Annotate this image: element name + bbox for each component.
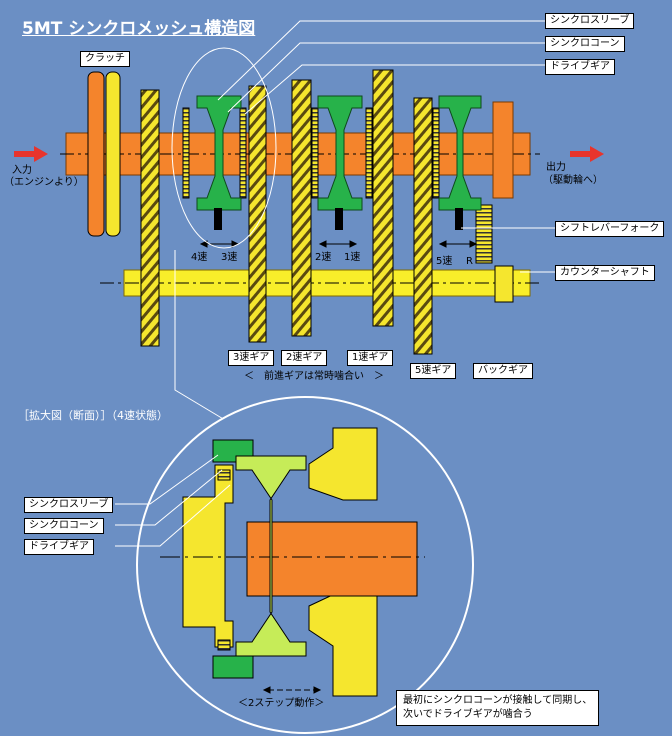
label-output-sub: （駆動輪へ） <box>543 175 603 186</box>
output-arrow <box>570 146 604 162</box>
label-output: 出力 <box>546 162 566 173</box>
sync-teeth-1 <box>182 107 190 199</box>
note-line-1: 最初にシンクロコーンが接触して同期し、 <box>403 695 593 706</box>
zoom-label-cone: シンクロコーン <box>24 518 104 534</box>
zoom-right-gear-lower <box>308 589 378 697</box>
main-gear-1 <box>372 69 394 327</box>
zoom-leader-lines <box>115 454 231 547</box>
sync-teeth-5 <box>432 107 440 199</box>
zoom-label-drive: ドライブギア <box>24 539 94 555</box>
sync-teeth-4 <box>365 107 373 199</box>
zoom-shaft <box>246 521 418 597</box>
input-arrow <box>14 146 48 162</box>
zoom-label-sleeve: シンクロスリーブ <box>24 497 114 513</box>
clutch-disc-yellow <box>105 71 121 237</box>
label-input-sub: （エンジンより） <box>4 177 84 188</box>
reverse-gear-counter <box>494 265 514 303</box>
label-speed-3: 3速 <box>221 252 238 263</box>
upper-overview <box>14 20 604 421</box>
label-gear-2: 2速ギア <box>281 350 328 366</box>
synchro-hub-5r <box>438 95 482 211</box>
main-gear-input <box>140 89 160 347</box>
label-speed-2: 2速 <box>315 252 332 263</box>
label-speed-5: 5速 <box>436 256 453 267</box>
label-synchro-cone: シンクロコーン <box>545 36 625 52</box>
main-gear-3 <box>248 85 267 343</box>
label-gear-5: 5速ギア <box>410 363 457 379</box>
arrow-5r <box>438 240 478 248</box>
page-title: 5MT シンクロメッシュ構造図 <box>22 19 256 39</box>
zoom-cone-teeth-bottom <box>217 639 231 651</box>
reverse-idler <box>475 204 493 264</box>
reverse-gear <box>492 101 514 199</box>
zoom-sleeve-bottom <box>212 655 254 679</box>
zoom-hub <box>235 455 307 657</box>
explanation-note: 最初にシンクロコーンが接触して同期し、 次いでドライブギアが噛合う <box>396 690 600 726</box>
label-back-gear: バックギア <box>473 363 533 379</box>
shift-fork-34 <box>214 208 222 230</box>
label-clutch: クラッチ <box>80 51 130 67</box>
label-synchro-sleeve: シンクロスリーブ <box>545 13 635 29</box>
label-gear-3: 3速ギア <box>228 350 275 366</box>
arrow-12 <box>318 240 358 248</box>
leader-lines-upper <box>217 20 555 273</box>
label-two-step: ＜2ステップ動作＞ <box>238 698 325 709</box>
label-shift-fork: シフトレバーフォーク <box>555 221 665 237</box>
label-gear-1: 1速ギア <box>347 350 394 366</box>
label-input: 入力 <box>12 165 32 176</box>
zoom-right-gear <box>308 427 378 501</box>
label-speed-1: 1速 <box>344 252 361 263</box>
label-forward-note: ＜ 前進ギアは常時噛合い ＞ <box>244 371 384 382</box>
clutch-disc-orange <box>87 71 105 237</box>
sync-teeth-2 <box>239 107 247 199</box>
sync-teeth-3 <box>311 107 319 199</box>
shift-fork-5r <box>455 208 463 230</box>
zoom-view <box>115 396 474 734</box>
note-line-2: 次いでドライブギアが噛合う <box>403 709 533 720</box>
main-gear-5 <box>413 97 433 355</box>
zoom-left-gear <box>182 464 234 648</box>
synchro-hub-12 <box>317 95 363 211</box>
label-enlarged: ［拡大図（断面）］（4速状態） <box>18 409 168 422</box>
label-drive-gear: ドライブギア <box>545 59 615 75</box>
two-step-arrows <box>262 686 322 694</box>
synchro-hub-34 <box>196 95 242 211</box>
shift-fork-12 <box>335 208 343 230</box>
label-speed-r: R <box>466 256 473 267</box>
highlight-ellipse <box>171 47 277 249</box>
zoom-leader <box>174 250 226 421</box>
label-counter-shaft: カウンターシャフト <box>555 265 655 281</box>
zoom-cone-teeth-top <box>217 469 231 481</box>
label-speed-4: 4速 <box>191 252 208 263</box>
main-gear-2 <box>291 79 312 337</box>
